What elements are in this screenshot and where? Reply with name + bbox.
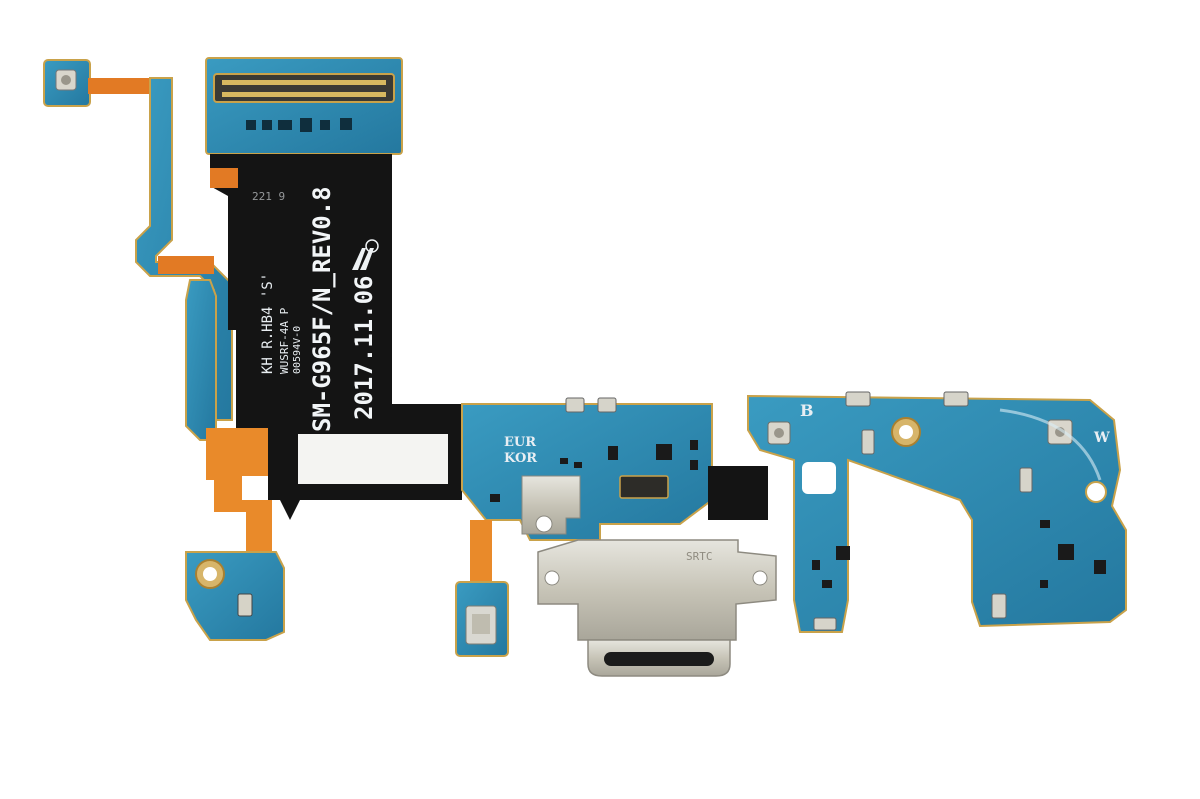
ic-chip [1058,544,1074,560]
spring-contact [845,391,871,407]
usb-c-contacts [604,652,714,666]
left-antenna-flex [43,59,285,641]
black-flex-body [210,154,462,520]
mount-hole [752,570,768,586]
blue-flex-strip [135,77,233,421]
spring-contact [565,397,585,413]
smd-component [237,593,253,617]
orange-flex-segment [210,168,238,188]
small-code-label: 221 9 [252,190,285,203]
manufacturer-logo [352,239,379,270]
code-label-2: 00594V-0 [292,326,303,374]
mount-hole [1085,481,1107,503]
board-connector-board [205,57,403,155]
white-label [298,434,448,484]
center-pcb [461,403,713,541]
blue-flex-strip [185,279,217,441]
mark-w: W [1093,430,1110,446]
region-label-eur: EUR [504,435,536,450]
ic-chip [608,446,618,460]
antenna-trace [999,408,1102,481]
region-label-kor: KOR [504,451,537,466]
ic-chip [656,444,672,460]
spring-contact [1019,467,1033,493]
black-flex-link [708,466,768,520]
date-label: 2017.11.06 [350,276,378,421]
model-label: SM-G965F/N_REV0.8 [308,186,336,432]
spring-contact [943,391,969,407]
board-cutout [802,462,836,494]
ic-chip [1094,560,1106,574]
metal-bracket [521,475,581,535]
spring-contact [597,397,617,413]
main-flex-cable: SM-G965F/N_REV0.8 2017.11.06 KH R.HB4 'S… [205,57,462,520]
mark-b: B [800,401,814,420]
ic-chip [836,546,850,560]
board-to-board-connector [213,73,395,103]
port-marking: SRTC [686,550,713,563]
orange-flex-segment [470,520,492,590]
right-antenna-board: B W [747,391,1127,633]
usb-c-port-housing [537,539,777,641]
orange-flex-segment [158,256,214,274]
board-connector-small [619,475,669,499]
orange-flex-segment [206,428,272,560]
spring-contact [813,617,837,631]
code-label-1: WUSRF-4A P [278,307,291,374]
kh-label: KH R.HB4 'S' [260,273,276,374]
right-pcb [747,394,1127,633]
spring-contact [991,593,1007,619]
orange-flex-segment [88,78,152,94]
charging-port-board: EUR KOR SRTC [455,397,777,677]
mount-hole [544,570,560,586]
spring-contact [861,429,875,455]
